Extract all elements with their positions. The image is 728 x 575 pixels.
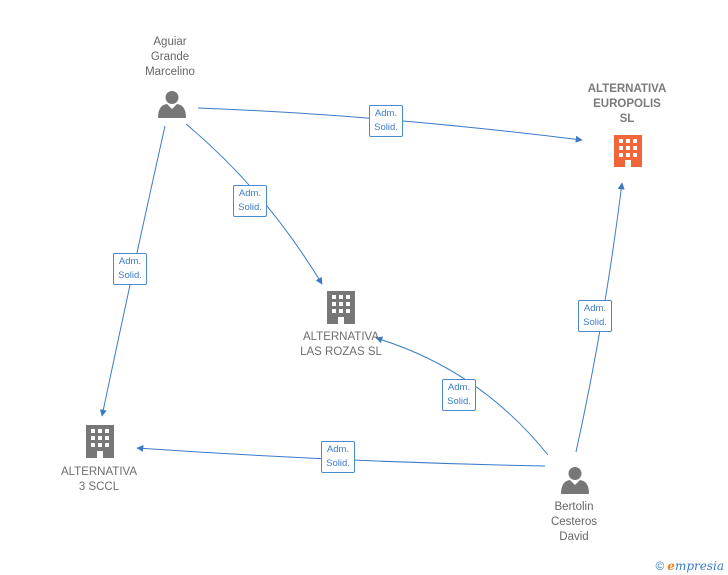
edge-label-aguiar-rozas: Adm. Solid.: [233, 185, 267, 217]
edge-label-bertolin-rozas: Adm. Solid.: [442, 379, 476, 411]
building-icon[interactable]: [327, 291, 355, 324]
edge-label-aguiar-europolis: Adm. Solid.: [369, 105, 403, 137]
empresia-logo: empresia: [667, 559, 724, 573]
node-label-rozas[interactable]: ALTERNATIVA LAS ROZAS SL: [300, 331, 382, 358]
node-label-aguiar[interactable]: Aguiar Grande Marcelino: [145, 36, 195, 78]
building-icon[interactable]: [614, 135, 642, 167]
edge-label-aguiar-sccl: Adm. Solid.: [113, 253, 147, 285]
building-icon[interactable]: [86, 425, 114, 458]
node-label-bertolin[interactable]: Bertolin Cesteros David: [550, 501, 598, 543]
person-icon[interactable]: [158, 91, 186, 118]
footer-brand[interactable]: © empresia: [655, 559, 724, 573]
person-icon[interactable]: [561, 467, 589, 494]
edge-label-bertolin-europolis: Adm. Solid.: [578, 300, 612, 332]
copyright-symbol: ©: [655, 559, 665, 573]
node-label-europolis[interactable]: ALTERNATIVA EUROPOLIS SL: [587, 83, 667, 125]
node-label-sccl[interactable]: ALTERNATIVA 3 SCCL: [60, 466, 138, 493]
edge-label-bertolin-sccl: Adm. Solid.: [321, 441, 355, 473]
